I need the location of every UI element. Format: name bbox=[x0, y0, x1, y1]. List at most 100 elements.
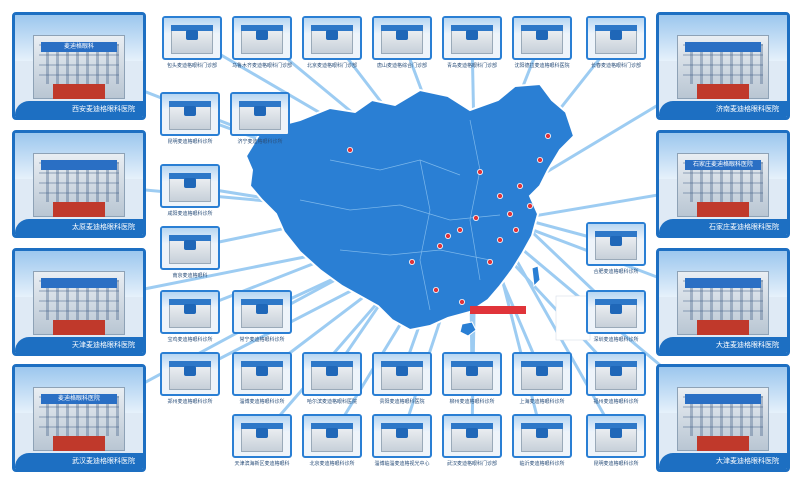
featured-branch-label: 武汉麦迪格眼科医院 bbox=[15, 453, 143, 469]
city-pin-icon bbox=[527, 202, 534, 209]
branch-thumbnail bbox=[232, 352, 292, 396]
branch-thumbnail bbox=[442, 352, 502, 396]
featured-branch-label: 大连麦迪格眼科医院 bbox=[659, 337, 787, 353]
branch-caption: 哈尔滨麦迪格眼科医院 bbox=[306, 399, 357, 405]
building-sign bbox=[684, 277, 762, 288]
entrance bbox=[53, 202, 105, 217]
clinic-logo-icon bbox=[396, 428, 408, 439]
building-sign bbox=[594, 423, 638, 429]
building-sign bbox=[238, 101, 282, 107]
city-pin-icon bbox=[496, 192, 503, 199]
city-pin-icon bbox=[456, 226, 463, 233]
clinic-logo-icon bbox=[536, 428, 548, 439]
branch-caption: 北京麦迪格眼科诊所 bbox=[309, 461, 355, 467]
building-sign bbox=[40, 277, 118, 288]
branch-caption: 南京麦迪格眼科 bbox=[172, 273, 208, 279]
featured-branch-label: 大津麦迪格眼科医院 bbox=[659, 453, 787, 469]
branch-caption: 乌鲁木齐麦迪格眼科门诊部 bbox=[231, 63, 292, 69]
building-sign bbox=[594, 25, 638, 31]
branch-caption: 昆明麦迪格眼科诊所 bbox=[167, 139, 213, 145]
connection-line bbox=[330, 188, 460, 376]
branch-thumbnail bbox=[512, 352, 572, 396]
clinic-logo-icon bbox=[256, 30, 268, 41]
featured-branch-photo: 石家庄麦迪格眼科医院石家庄麦迪格眼科医院 bbox=[656, 130, 790, 238]
building-sign bbox=[168, 299, 212, 305]
clinic-logo-icon bbox=[256, 304, 268, 315]
building-sign bbox=[594, 299, 638, 305]
branch-caption: 深圳麦迪格眼科诊所 bbox=[593, 337, 639, 343]
entrance bbox=[53, 436, 105, 451]
building-sign bbox=[594, 231, 638, 237]
hainan-island bbox=[459, 321, 477, 337]
featured-branch-photo: 天津麦迪格眼科医院 bbox=[12, 248, 146, 356]
featured-branch-label: 石家庄麦迪格眼科医院 bbox=[659, 219, 787, 235]
entrance bbox=[697, 436, 749, 451]
building-sign bbox=[594, 361, 638, 367]
branch-thumbnail bbox=[512, 16, 572, 60]
branch-thumbnail bbox=[372, 16, 432, 60]
branch-thumbnail bbox=[160, 92, 220, 136]
branch-caption: 武汉麦迪格眼科门诊部 bbox=[446, 461, 497, 467]
connection-line bbox=[480, 36, 544, 192]
branch-caption: 唐山麦迪格综合门诊部 bbox=[376, 63, 427, 69]
city-pin-icon bbox=[408, 258, 415, 265]
branch-caption: 包头麦迪格眼科门诊部 bbox=[166, 63, 217, 69]
building-sign bbox=[380, 361, 424, 367]
clinic-logo-icon bbox=[536, 30, 548, 41]
branch-caption: 昆明麦迪格眼科诊所 bbox=[593, 461, 639, 467]
clinic-logo-icon bbox=[610, 236, 622, 247]
building-sign bbox=[310, 361, 354, 367]
connection-line bbox=[188, 188, 472, 250]
branch-caption: 淄博临淄麦迪格视光中心 bbox=[374, 461, 430, 467]
building-sign bbox=[450, 423, 494, 429]
clinic-logo-icon bbox=[396, 366, 408, 377]
branch-thumbnail bbox=[232, 290, 292, 334]
branch-thumbnail bbox=[160, 352, 220, 396]
taiwan-island bbox=[531, 265, 541, 288]
building-sign bbox=[240, 299, 284, 305]
building-sign bbox=[310, 423, 354, 429]
building-sign bbox=[380, 423, 424, 429]
featured-branch-photo: 麦迪格眼科西安麦迪格眼科医院 bbox=[12, 12, 146, 120]
branch-caption: 贵阳麦迪格眼科医院 bbox=[379, 399, 425, 405]
branch-thumbnail bbox=[586, 414, 646, 458]
entrance bbox=[697, 320, 749, 335]
branch-thumbnail bbox=[442, 16, 502, 60]
city-pin-icon bbox=[513, 226, 520, 233]
clinic-logo-icon bbox=[396, 30, 408, 41]
branch-thumbnail bbox=[160, 226, 220, 270]
branch-thumbnail bbox=[586, 222, 646, 266]
building-sign bbox=[240, 361, 284, 367]
connection-line bbox=[468, 208, 474, 376]
building-sign bbox=[450, 361, 494, 367]
branch-thumbnail bbox=[160, 164, 220, 208]
city-pin-icon bbox=[436, 242, 443, 249]
branch-thumbnail bbox=[160, 290, 220, 334]
city-pins bbox=[346, 132, 552, 305]
city-pin-icon bbox=[486, 258, 493, 265]
branch-caption: 淄博麦迪格眼科诊所 bbox=[239, 399, 285, 405]
clinic-logo-icon bbox=[184, 366, 196, 377]
building-sign bbox=[168, 173, 212, 179]
city-pin-icon bbox=[432, 286, 439, 293]
building-sign bbox=[520, 25, 564, 31]
building-sign bbox=[520, 423, 564, 429]
branch-thumbnail bbox=[230, 92, 290, 136]
featured-branch-photo: 大连麦迪格眼科医院 bbox=[656, 248, 790, 356]
clinic-logo-icon bbox=[466, 366, 478, 377]
building-sign bbox=[168, 101, 212, 107]
branch-caption: 合肥麦迪格眼科诊所 bbox=[593, 269, 639, 275]
connection-line bbox=[400, 228, 472, 438]
city-pin-icon bbox=[537, 156, 544, 163]
clinic-logo-icon bbox=[256, 428, 268, 439]
clinic-logo-icon bbox=[184, 106, 196, 117]
city-pin-icon bbox=[444, 232, 451, 239]
branch-caption: 柳州麦迪格眼科诊所 bbox=[449, 399, 495, 405]
china-outline bbox=[244, 82, 576, 332]
branch-thumbnail bbox=[586, 16, 646, 60]
branch-caption: 咸阳麦迪格眼科诊所 bbox=[167, 211, 213, 217]
city-pin-icon bbox=[346, 146, 353, 153]
clinic-logo-icon bbox=[610, 304, 622, 315]
building-sign bbox=[520, 361, 564, 367]
